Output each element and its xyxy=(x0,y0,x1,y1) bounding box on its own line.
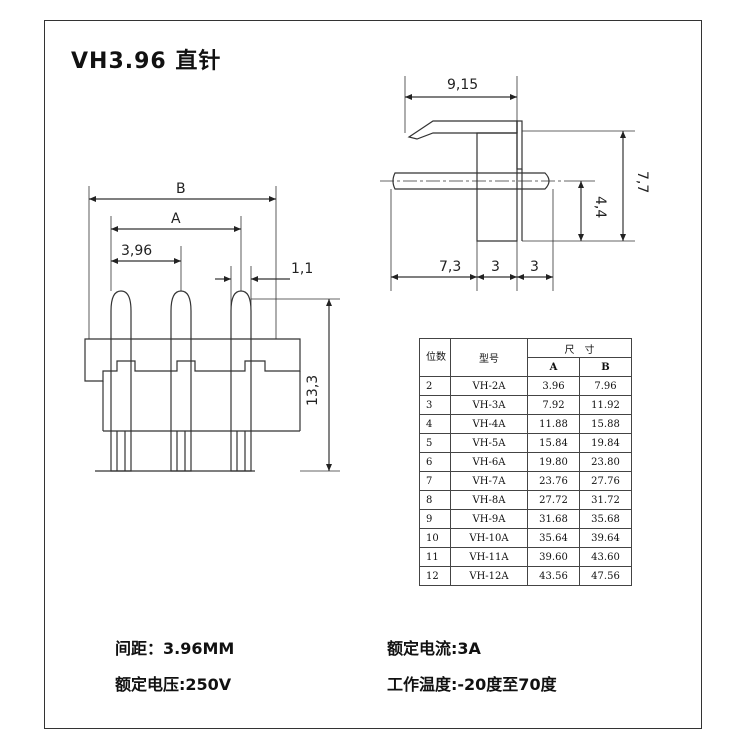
header-position: 位数 xyxy=(419,338,451,377)
cell-a: 43.56 xyxy=(527,566,580,586)
cell-model: VH-7A xyxy=(450,471,528,491)
dim-pitch-label: 3,96 xyxy=(121,243,152,259)
dim-b-label: B xyxy=(176,181,186,197)
dim-pin-width-label: 1,1 xyxy=(291,261,313,277)
pin-2 xyxy=(170,290,192,472)
cell-b: 47.56 xyxy=(579,566,632,586)
cell-model: VH-3A xyxy=(450,395,528,415)
cell-b: 23.80 xyxy=(579,452,632,472)
cell-position: 9 xyxy=(419,509,451,529)
dim-side-bottom-right-label: 3 xyxy=(530,259,539,275)
front-housing xyxy=(84,338,301,382)
cell-model: VH-10A xyxy=(450,528,528,548)
cell-a: 35.64 xyxy=(527,528,580,548)
header-size: 尺 寸 xyxy=(527,338,632,358)
cell-b: 43.60 xyxy=(579,547,632,567)
cell-b: 19.84 xyxy=(579,433,632,453)
cell-position: 8 xyxy=(419,490,451,510)
cell-position: 12 xyxy=(419,566,451,586)
side-pin xyxy=(392,172,550,190)
spec-temperature: 工作温度:-20度至70度 xyxy=(387,675,557,694)
dim-side-top-label: 9,15 xyxy=(447,77,478,93)
cell-model: VH-9A xyxy=(450,509,528,529)
drawing-frame: VH3.96 直针 xyxy=(44,20,702,729)
cell-a: 39.60 xyxy=(527,547,580,567)
cell-b: 7.96 xyxy=(579,376,632,396)
pin-1 xyxy=(110,290,132,472)
spec-current: 额定电流:3A xyxy=(387,639,481,658)
cell-model: VH-12A xyxy=(450,566,528,586)
cell-position: 5 xyxy=(419,433,451,453)
cell-a: 27.72 xyxy=(527,490,580,510)
header-model: 型号 xyxy=(450,338,528,377)
spec-pitch: 间距：3.96MM xyxy=(115,639,235,658)
cell-position: 10 xyxy=(419,528,451,548)
dim-side-pin-label: 4,4 xyxy=(592,196,608,218)
dim-side-height-label: 7,7 xyxy=(634,171,650,193)
cell-position: 3 xyxy=(419,395,451,415)
cell-a: 11.88 xyxy=(527,414,580,434)
cell-a: 23.76 xyxy=(527,471,580,491)
cell-position: 2 xyxy=(419,376,451,396)
dim-a-label: A xyxy=(171,211,181,227)
cell-model: VH-8A xyxy=(450,490,528,510)
cell-a: 3.96 xyxy=(527,376,580,396)
cell-position: 11 xyxy=(419,547,451,567)
header-b: B xyxy=(579,357,632,377)
cell-model: VH-4A xyxy=(450,414,528,434)
cell-model: VH-6A xyxy=(450,452,528,472)
dim-side-bottom-mid-label: 3 xyxy=(491,259,500,275)
cell-model: VH-5A xyxy=(450,433,528,453)
cell-model: VH-11A xyxy=(450,547,528,567)
cell-position: 6 xyxy=(419,452,451,472)
side-body xyxy=(476,132,518,242)
page-title: VH3.96 直针 xyxy=(71,49,222,74)
cell-position: 7 xyxy=(419,471,451,491)
side-latch xyxy=(407,120,518,140)
cell-b: 11.92 xyxy=(579,395,632,415)
cell-model: VH-2A xyxy=(450,376,528,396)
spec-voltage: 额定电压:250V xyxy=(115,675,232,694)
cell-a: 15.84 xyxy=(527,433,580,453)
cell-position: 4 xyxy=(419,414,451,434)
cell-b: 35.68 xyxy=(579,509,632,529)
header-a: A xyxy=(527,357,580,377)
technical-drawing: B A 3,96 1,1 13,3 9,15 7,7 4,4 7,3 3 3 xyxy=(84,76,650,472)
dim-side-bottom-left-label: 7,3 xyxy=(439,259,461,275)
cell-b: 31.72 xyxy=(579,490,632,510)
pin-3 xyxy=(230,290,252,472)
cell-a: 7.92 xyxy=(527,395,580,415)
dim-height-label: 13,3 xyxy=(305,375,321,406)
cell-a: 31.68 xyxy=(527,509,580,529)
cell-b: 27.76 xyxy=(579,471,632,491)
cell-a: 19.80 xyxy=(527,452,580,472)
cell-b: 15.88 xyxy=(579,414,632,434)
cell-b: 39.64 xyxy=(579,528,632,548)
